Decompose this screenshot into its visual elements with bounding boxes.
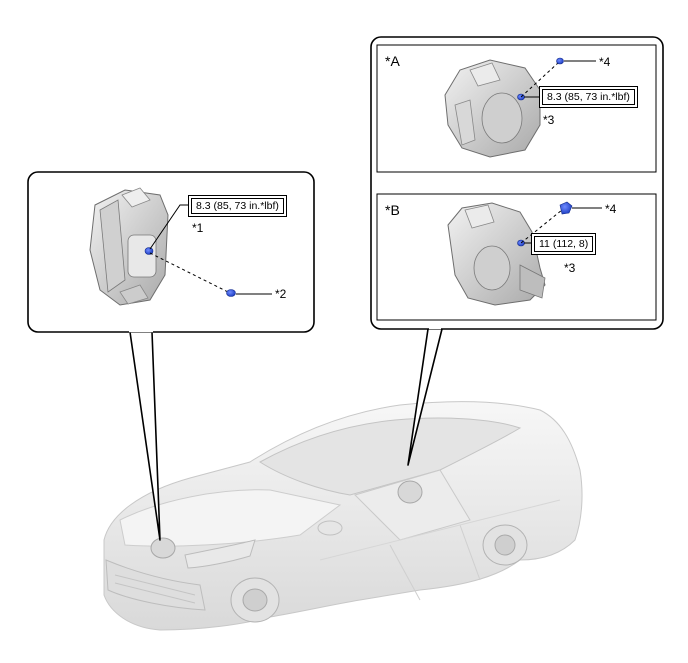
front-torque-spec: 8.3 (85, 73 in.*lbf) xyxy=(188,195,287,217)
bolt-cap-a xyxy=(556,57,564,65)
panel-b-label-3: *3 xyxy=(564,261,576,275)
panel-a-label-3: *3 xyxy=(543,113,555,127)
front-torque-value: 8.3 (85, 73 in.*lbf) xyxy=(191,198,284,214)
caliper-a-part xyxy=(444,59,541,158)
panel-b-torque-spec: 11 (112, 8) xyxy=(531,233,597,255)
panel-a-label-4: *4 xyxy=(599,55,611,69)
rear-caliper-callout xyxy=(370,36,664,466)
panel-b-label-4: *4 xyxy=(605,202,617,216)
label-2: *2 xyxy=(275,287,287,301)
panel-a-torque-value: 8.3 (85, 73 in.*lbf) xyxy=(542,89,635,105)
label-1: *1 xyxy=(192,221,204,235)
vehicle-illustration xyxy=(103,401,583,631)
bolt-cap-b xyxy=(559,201,573,215)
panel-b-torque-value: 11 (112, 8) xyxy=(534,236,594,252)
bolt-cap xyxy=(226,289,236,297)
bleeder-plug-bolt xyxy=(144,247,154,255)
front-caliper-part xyxy=(89,187,169,306)
panel-b-title: *B xyxy=(385,202,400,218)
panel-a-title: *A xyxy=(385,53,400,69)
caliper-b-part xyxy=(447,202,546,306)
panel-a-torque-spec: 8.3 (85, 73 in.*lbf) xyxy=(539,86,638,108)
